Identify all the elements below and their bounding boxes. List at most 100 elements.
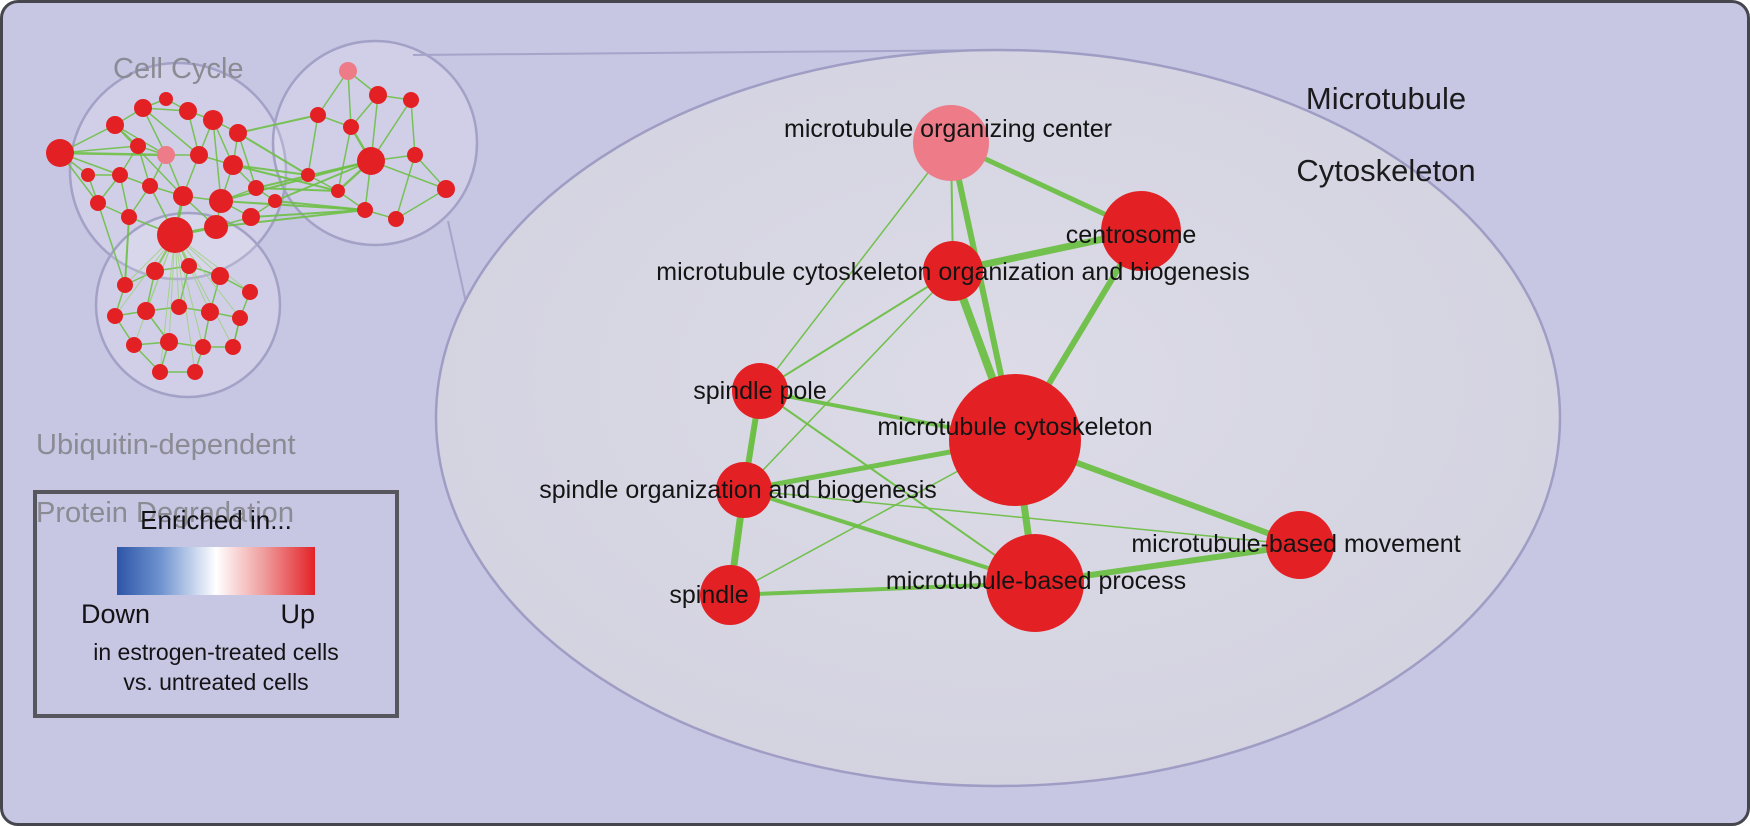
- overview-edge: [232, 164, 339, 192]
- magnifier-line-0: [412, 49, 1004, 56]
- overview-node-16[interactable]: [90, 195, 106, 211]
- cluster-circle-microtubule-cytoskeleton: [271, 39, 479, 247]
- edge-spindle_pole-process: [759, 390, 1036, 584]
- overview-edge: [307, 114, 319, 176]
- overview-node-29[interactable]: [407, 147, 423, 163]
- legend-caption-line2: vs. untreated cells: [123, 669, 309, 696]
- node-cytoskeleton[interactable]: [949, 374, 1081, 506]
- cluster-title-microtubule-line1: Microtubule: [1305, 80, 1467, 116]
- overview-nodes: [46, 62, 455, 380]
- node-spindle_pole[interactable]: [732, 363, 788, 419]
- node-spindle[interactable]: [700, 565, 760, 625]
- overview-node-4[interactable]: [179, 102, 197, 120]
- overview-node-42[interactable]: [171, 299, 187, 315]
- overview-cluster-outlines: [68, 39, 479, 399]
- overview-node-12[interactable]: [142, 178, 158, 194]
- overview-node-2[interactable]: [134, 99, 152, 117]
- overview-edge: [410, 99, 416, 156]
- overview-node-49[interactable]: [152, 364, 168, 380]
- overview-node-41[interactable]: [137, 302, 155, 320]
- overview-node-26[interactable]: [310, 107, 326, 123]
- overview-node-3[interactable]: [159, 92, 173, 106]
- node-spindle_org[interactable]: [716, 462, 772, 518]
- overview-node-33[interactable]: [301, 168, 315, 182]
- node-moc[interactable]: [913, 105, 989, 181]
- overview-node-13[interactable]: [173, 186, 193, 206]
- overview-node-23[interactable]: [339, 62, 357, 80]
- overview-edge: [114, 124, 184, 197]
- overview-node-22[interactable]: [81, 168, 95, 182]
- overview-node-20[interactable]: [242, 208, 260, 226]
- overview-node-43[interactable]: [201, 303, 219, 321]
- overview-edge: [347, 70, 352, 128]
- legend-caption-line1: in estrogen-treated cells: [93, 639, 339, 665]
- overview-node-6[interactable]: [229, 124, 247, 142]
- overview-node-27[interactable]: [343, 119, 359, 135]
- edge-spindle_org-movement: [743, 489, 1301, 546]
- overview-node-9[interactable]: [190, 146, 208, 164]
- node-centrosome[interactable]: [1101, 191, 1181, 271]
- overview-node-0[interactable]: [46, 139, 74, 167]
- overview-node-7[interactable]: [130, 138, 146, 154]
- overview-node-28[interactable]: [357, 147, 385, 175]
- overview-node-19[interactable]: [204, 215, 228, 239]
- node-process[interactable]: [986, 534, 1084, 632]
- overview-node-18[interactable]: [157, 217, 193, 253]
- overview-node-8[interactable]: [157, 146, 175, 164]
- legend-title: Enriched in...: [140, 505, 292, 535]
- overview-node-46[interactable]: [160, 333, 178, 351]
- overview-node-17[interactable]: [121, 209, 137, 225]
- overview-node-1[interactable]: [106, 116, 124, 134]
- overview-node-15[interactable]: [248, 180, 264, 196]
- cluster-label-ubiquitin-line2: Protein Degradation: [36, 496, 294, 529]
- legend-caption: in estrogen-treated cells vs. untreated …: [37, 637, 395, 698]
- overview-node-37[interactable]: [181, 258, 197, 274]
- overview-node-21[interactable]: [268, 194, 282, 208]
- overview-node-45[interactable]: [126, 337, 142, 353]
- overview-edge: [142, 107, 200, 156]
- node-org[interactable]: [923, 241, 983, 301]
- overview-node-5[interactable]: [203, 110, 223, 130]
- overview-node-34[interactable]: [331, 184, 345, 198]
- overview-fan-edge: [133, 234, 176, 346]
- network-canvas: microtubule organizing centercentrosomem…: [46, 39, 1562, 788]
- overview-node-36[interactable]: [146, 262, 164, 280]
- overview-edge: [232, 164, 309, 176]
- overview-node-39[interactable]: [242, 284, 258, 300]
- overview-node-50[interactable]: [187, 364, 203, 380]
- main-network-labels: microtubule organizing centercentrosomem…: [539, 115, 1460, 609]
- overview-node-48[interactable]: [225, 339, 241, 355]
- overview-fan-edge: [159, 234, 176, 373]
- legend-endpoint-labels: Down Up: [37, 595, 395, 630]
- overview-node-44[interactable]: [232, 310, 248, 326]
- node-label-spindle_org: spindle organization and biogenesis: [539, 476, 937, 504]
- overview-node-38[interactable]: [211, 267, 229, 285]
- overview-edge: [395, 154, 416, 220]
- node-label-cytoskeleton: microtubule cytoskeleton: [877, 413, 1152, 441]
- overview-node-30[interactable]: [437, 180, 455, 198]
- legend-gradient-bar: [117, 547, 315, 595]
- overview-node-14[interactable]: [209, 189, 233, 213]
- overview-node-11[interactable]: [112, 167, 128, 183]
- overview-node-24[interactable]: [369, 86, 387, 104]
- cluster-title-microtubule: Microtubule Cytoskeleton: [1236, 45, 1536, 225]
- overview-edge: [124, 216, 130, 286]
- overview-node-31[interactable]: [357, 202, 373, 218]
- overview-edge: [215, 209, 366, 228]
- overview-node-25[interactable]: [403, 92, 419, 108]
- legend-down-label: Down: [81, 599, 151, 629]
- overview-node-10[interactable]: [223, 155, 243, 175]
- node-label-process: microtubule-based process: [886, 567, 1186, 595]
- node-movement[interactable]: [1266, 511, 1334, 579]
- overview-node-32[interactable]: [388, 211, 404, 227]
- overview-edge: [97, 202, 126, 286]
- edge-org-spindle_pole: [759, 270, 954, 392]
- edge-process-spindle: [728, 581, 1037, 597]
- overview-edge: [220, 200, 366, 211]
- overview-edge: [237, 132, 257, 189]
- overview-node-40[interactable]: [107, 308, 123, 324]
- main-network-nodes: [700, 105, 1334, 632]
- overview-node-47[interactable]: [195, 339, 211, 355]
- overview-node-35[interactable]: [117, 277, 133, 293]
